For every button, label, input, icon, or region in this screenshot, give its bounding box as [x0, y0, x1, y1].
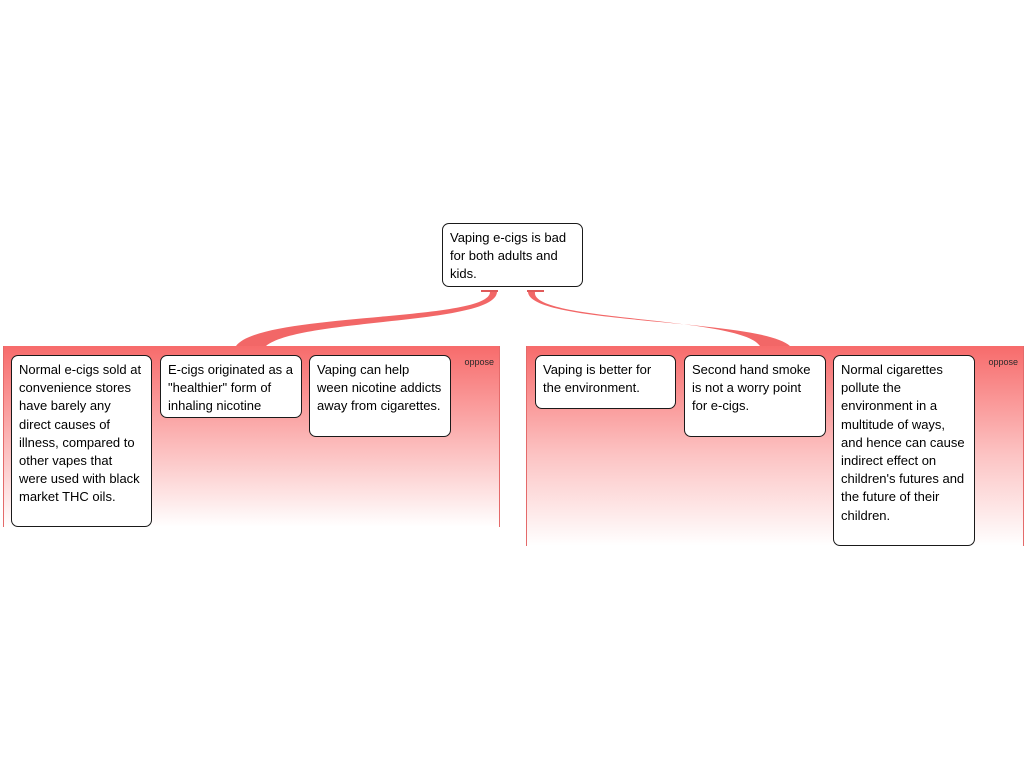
- group-label: oppose: [464, 357, 494, 367]
- argument-text: Vaping is better for the environment.: [543, 362, 652, 396]
- argument-card[interactable]: Vaping can help ween nicotine addicts aw…: [309, 355, 451, 437]
- argument-card[interactable]: Normal cigarettes pollute the environmen…: [833, 355, 975, 546]
- argument-text: Second hand smoke is not a worry point f…: [692, 362, 811, 414]
- argument-card[interactable]: Vaping is better for the environment.: [535, 355, 676, 409]
- collapse-toggle-left[interactable]: [481, 290, 498, 292]
- connector-right: [528, 292, 790, 346]
- central-topic-text: Vaping e-cigs is bad for both adults and…: [450, 230, 567, 282]
- argument-text: Normal e-cigs sold at convenience stores…: [19, 362, 142, 505]
- group-label: oppose: [988, 357, 1018, 367]
- connector-left: [236, 292, 497, 346]
- argument-card[interactable]: Second hand smoke is not a worry point f…: [684, 355, 826, 437]
- central-topic[interactable]: Vaping e-cigs is bad for both adults and…: [442, 223, 583, 287]
- argument-card[interactable]: E-cigs originated as a "healthier" form …: [160, 355, 302, 418]
- argument-text: Normal cigarettes pollute the environmen…: [841, 362, 965, 523]
- argument-text: Vaping can help ween nicotine addicts aw…: [317, 362, 442, 414]
- argument-text: E-cigs originated as a "healthier" form …: [168, 362, 294, 414]
- argument-card[interactable]: Normal e-cigs sold at convenience stores…: [11, 355, 152, 527]
- collapse-toggle-right[interactable]: [527, 290, 544, 292]
